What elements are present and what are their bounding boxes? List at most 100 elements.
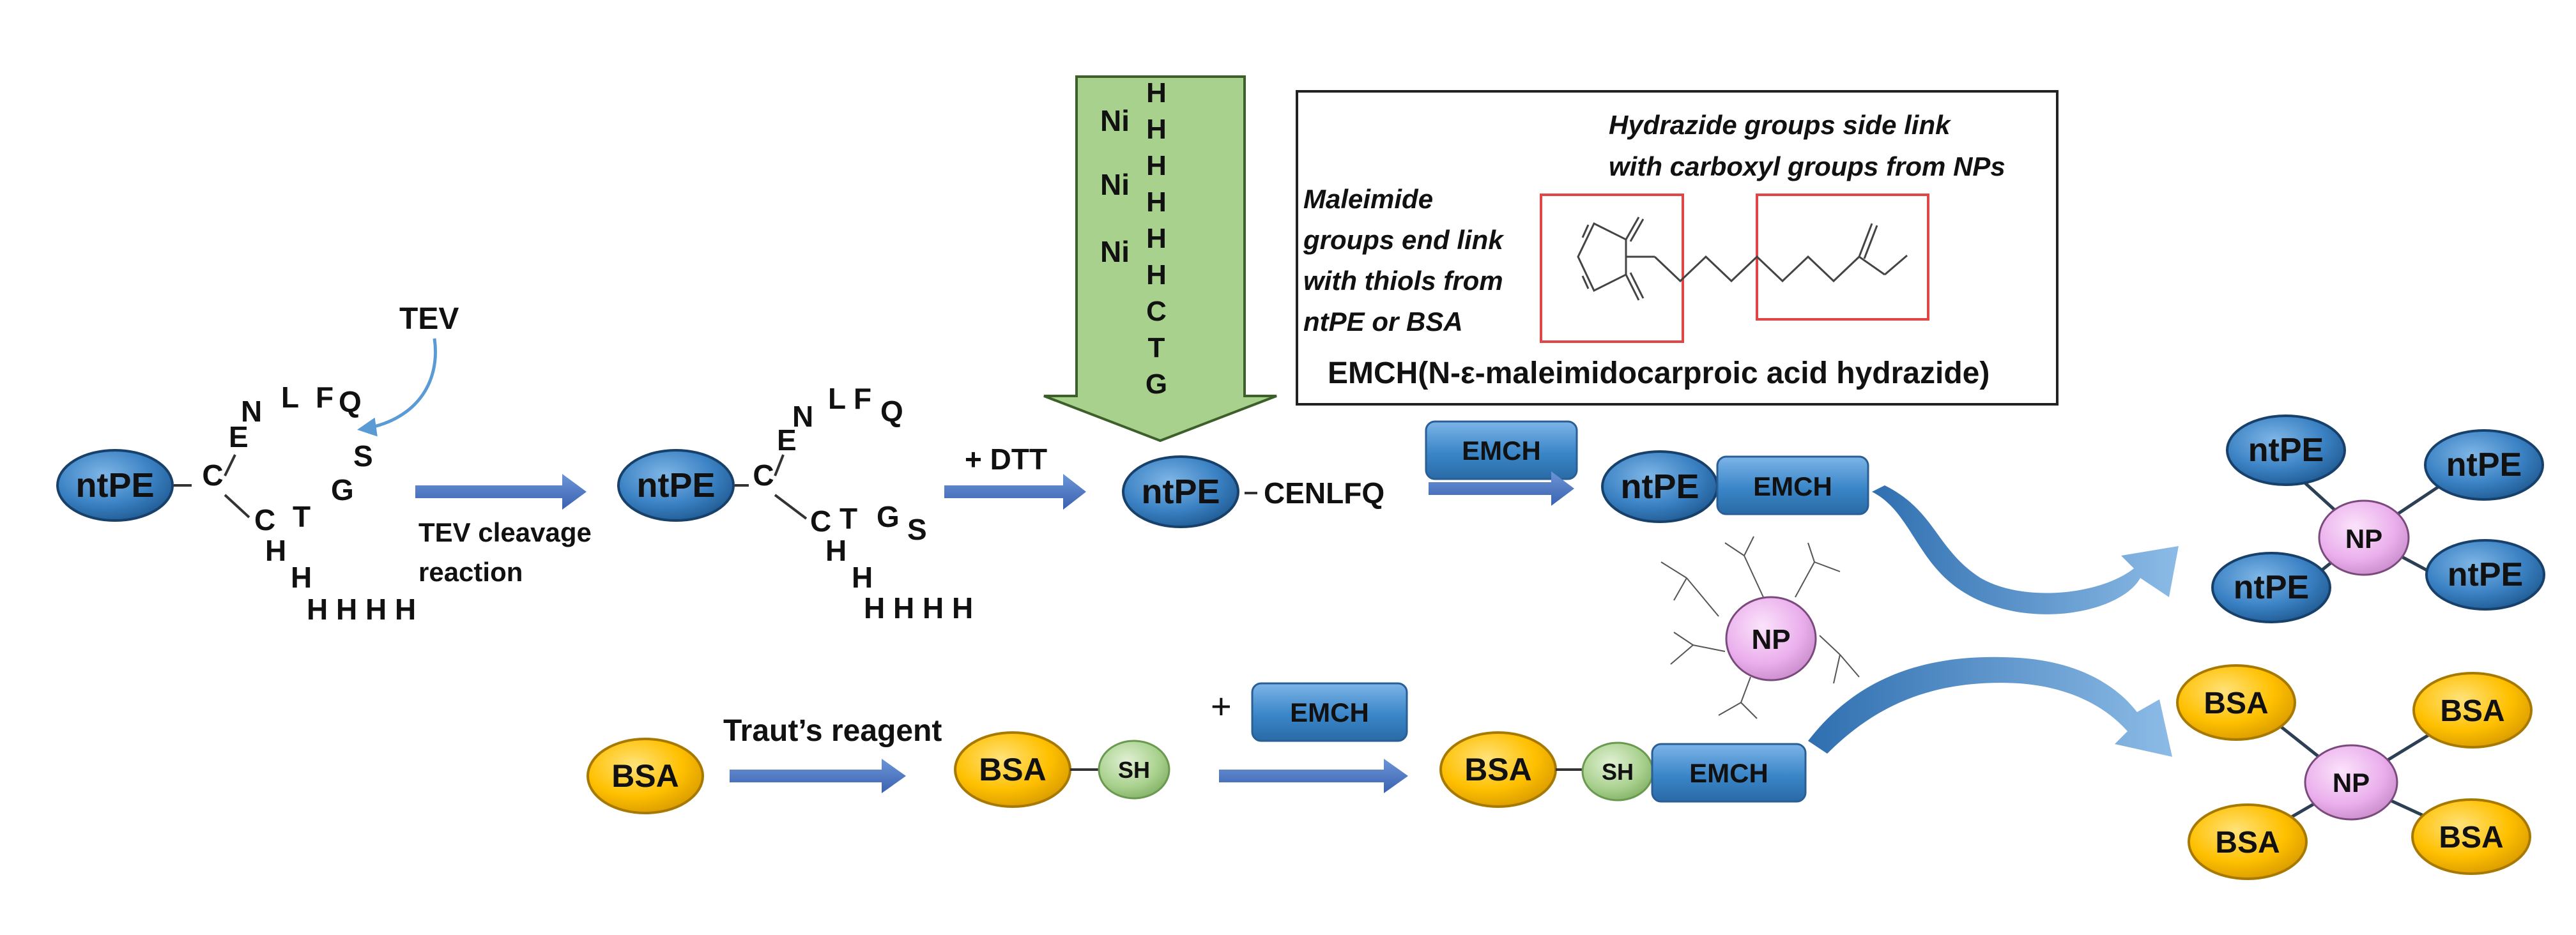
ntpe-ellipse bbox=[2424, 429, 2544, 501]
ni-label: Ni bbox=[1100, 104, 1130, 137]
peptide-letter: Q bbox=[880, 395, 903, 428]
peptide-letter: H bbox=[852, 561, 873, 594]
tev-cleavage-label: TEV cleavage bbox=[418, 517, 592, 547]
bsa-sh: BSA SH bbox=[954, 731, 1170, 808]
ntpe-emch-conjugate: ntPE EMCH bbox=[1601, 450, 1869, 523]
peptide-letter: S bbox=[353, 439, 373, 473]
his-tag: H H H H bbox=[307, 593, 416, 626]
tev-label: TEV bbox=[399, 302, 459, 336]
maleimide-highlight bbox=[1540, 194, 1684, 343]
traut-step: Traut’s reagent bbox=[723, 714, 942, 793]
np-sphere bbox=[2318, 499, 2410, 576]
ntpe-label: ntPE bbox=[2248, 432, 2324, 469]
emch-label: EMCH bbox=[1290, 697, 1369, 727]
dtt-label: + DTT bbox=[965, 443, 1047, 476]
np-label: NP bbox=[1751, 624, 1790, 655]
emch-block bbox=[1651, 743, 1807, 803]
ntpe-ellipse bbox=[56, 449, 174, 522]
bsa-ellipse bbox=[2411, 798, 2531, 875]
curved-arrow-bottom bbox=[1808, 657, 2172, 757]
peptide-letter: H bbox=[291, 561, 312, 594]
column-letter: C bbox=[1146, 296, 1167, 327]
column-letter: H bbox=[1146, 186, 1167, 218]
peptide-letter: N bbox=[241, 395, 262, 428]
dtt-step: + DTT bbox=[944, 443, 1086, 510]
ntpe-ellipse bbox=[1122, 455, 1239, 528]
bsa-label: BSA bbox=[2215, 826, 2280, 860]
column-letter: G bbox=[1146, 369, 1167, 400]
maleimide-note: groups end link bbox=[1303, 225, 1505, 255]
emch-label: EMCH bbox=[1689, 758, 1768, 788]
np-sphere bbox=[1725, 596, 1817, 681]
bsa-ellipse bbox=[2412, 672, 2533, 749]
ntpe-cleaved: ntPE C E N L F Q C T G S H H H H H H bbox=[617, 382, 973, 625]
bsa-sh-emch-conjugate: BSA SH EMCH bbox=[1439, 731, 1807, 808]
reaction-arrow bbox=[1429, 471, 1574, 506]
peptide-letter: G bbox=[877, 500, 900, 533]
his-tag: H H H H bbox=[864, 591, 973, 625]
ni-label: Ni bbox=[1100, 235, 1130, 268]
ntpe-label: ntPE bbox=[636, 466, 715, 505]
ntpe-label: ntPE bbox=[2446, 446, 2522, 483]
bsa-ellipse bbox=[2176, 664, 2296, 741]
peptide-letter: E bbox=[777, 423, 797, 457]
cenlfq-label: CENLFQ bbox=[1264, 476, 1384, 510]
peptide-letter: Q bbox=[339, 385, 362, 418]
emch-full-name: EMCH(N-ε-maleimidocarproic acid hydrazid… bbox=[1328, 356, 1989, 390]
np-sphere bbox=[2304, 744, 2398, 821]
peptide-letter: L bbox=[281, 381, 299, 414]
sh-label: SH bbox=[1602, 759, 1634, 785]
np-label: NP bbox=[2345, 524, 2382, 554]
hydrazide-note: with carboxyl groups from NPs bbox=[1609, 151, 2005, 181]
reaction-arrow bbox=[415, 474, 586, 510]
emch-block bbox=[1251, 682, 1408, 742]
panel-frame bbox=[1296, 90, 2058, 406]
reaction-arrow bbox=[730, 759, 906, 793]
peptide-letter: E bbox=[229, 420, 249, 453]
peptide-letter: H bbox=[265, 534, 286, 567]
ntpe-cenlfq: ntPE CENLFQ bbox=[1122, 455, 1384, 528]
peptide-letter: T bbox=[839, 502, 857, 535]
ntpe-np-conjugate: NP ntPE ntPE ntPE ntPE bbox=[2211, 414, 2545, 623]
peptide-letter: L bbox=[828, 382, 846, 415]
peptide-letter: C bbox=[753, 459, 774, 492]
tev-arrow bbox=[357, 338, 437, 437]
ntpe-with-tag: ntPE C E N L F Q S G T C H H H H H H TEV bbox=[56, 302, 459, 626]
carboxylated-np: NP bbox=[1660, 536, 1860, 719]
ntpe-label: ntPE bbox=[1620, 468, 1699, 506]
bsa-label: BSA bbox=[2204, 687, 2268, 720]
peptide-letter: C bbox=[202, 459, 223, 492]
peptide-letter: C bbox=[810, 505, 831, 538]
reaction-arrow bbox=[944, 474, 1086, 510]
sh-label: SH bbox=[1118, 757, 1150, 783]
maleimide-note: Maleimide bbox=[1303, 184, 1433, 214]
trauts-reagent-label: Traut’s reagent bbox=[723, 714, 942, 748]
column-letter: T bbox=[1148, 332, 1165, 363]
bsa-label: BSA bbox=[1464, 752, 1532, 787]
emch-label: EMCH bbox=[1753, 471, 1832, 501]
ntpe-ellipse bbox=[2425, 539, 2545, 611]
emch-structure-panel: Hydrazide groups side link with carboxyl… bbox=[1296, 90, 2058, 406]
bsa-label: BSA bbox=[2439, 821, 2503, 855]
emch-label: EMCH bbox=[1462, 436, 1541, 466]
np-label: NP bbox=[2333, 768, 2370, 798]
emch-block bbox=[1425, 420, 1578, 480]
column-letter: H bbox=[1146, 77, 1167, 109]
ntpe-label: ntPE bbox=[2234, 569, 2309, 606]
peptide-letter: F bbox=[854, 382, 871, 415]
bsa-label: BSA bbox=[611, 758, 679, 794]
emch-reagent-step: EMCH bbox=[1425, 420, 1578, 506]
peptide-letter: N bbox=[792, 400, 813, 433]
reaction-arrow bbox=[1219, 759, 1408, 793]
maleimide-note: with thiols from bbox=[1303, 266, 1503, 296]
bsa-start: BSA bbox=[586, 738, 704, 814]
ntpe-label: ntPE bbox=[2448, 556, 2523, 593]
peptide-letter: F bbox=[316, 381, 334, 414]
bsa-label: BSA bbox=[2440, 694, 2504, 728]
column-letter: H bbox=[1146, 150, 1167, 181]
peptide-letter: T bbox=[293, 500, 310, 533]
peptide-letter: H bbox=[825, 534, 847, 567]
